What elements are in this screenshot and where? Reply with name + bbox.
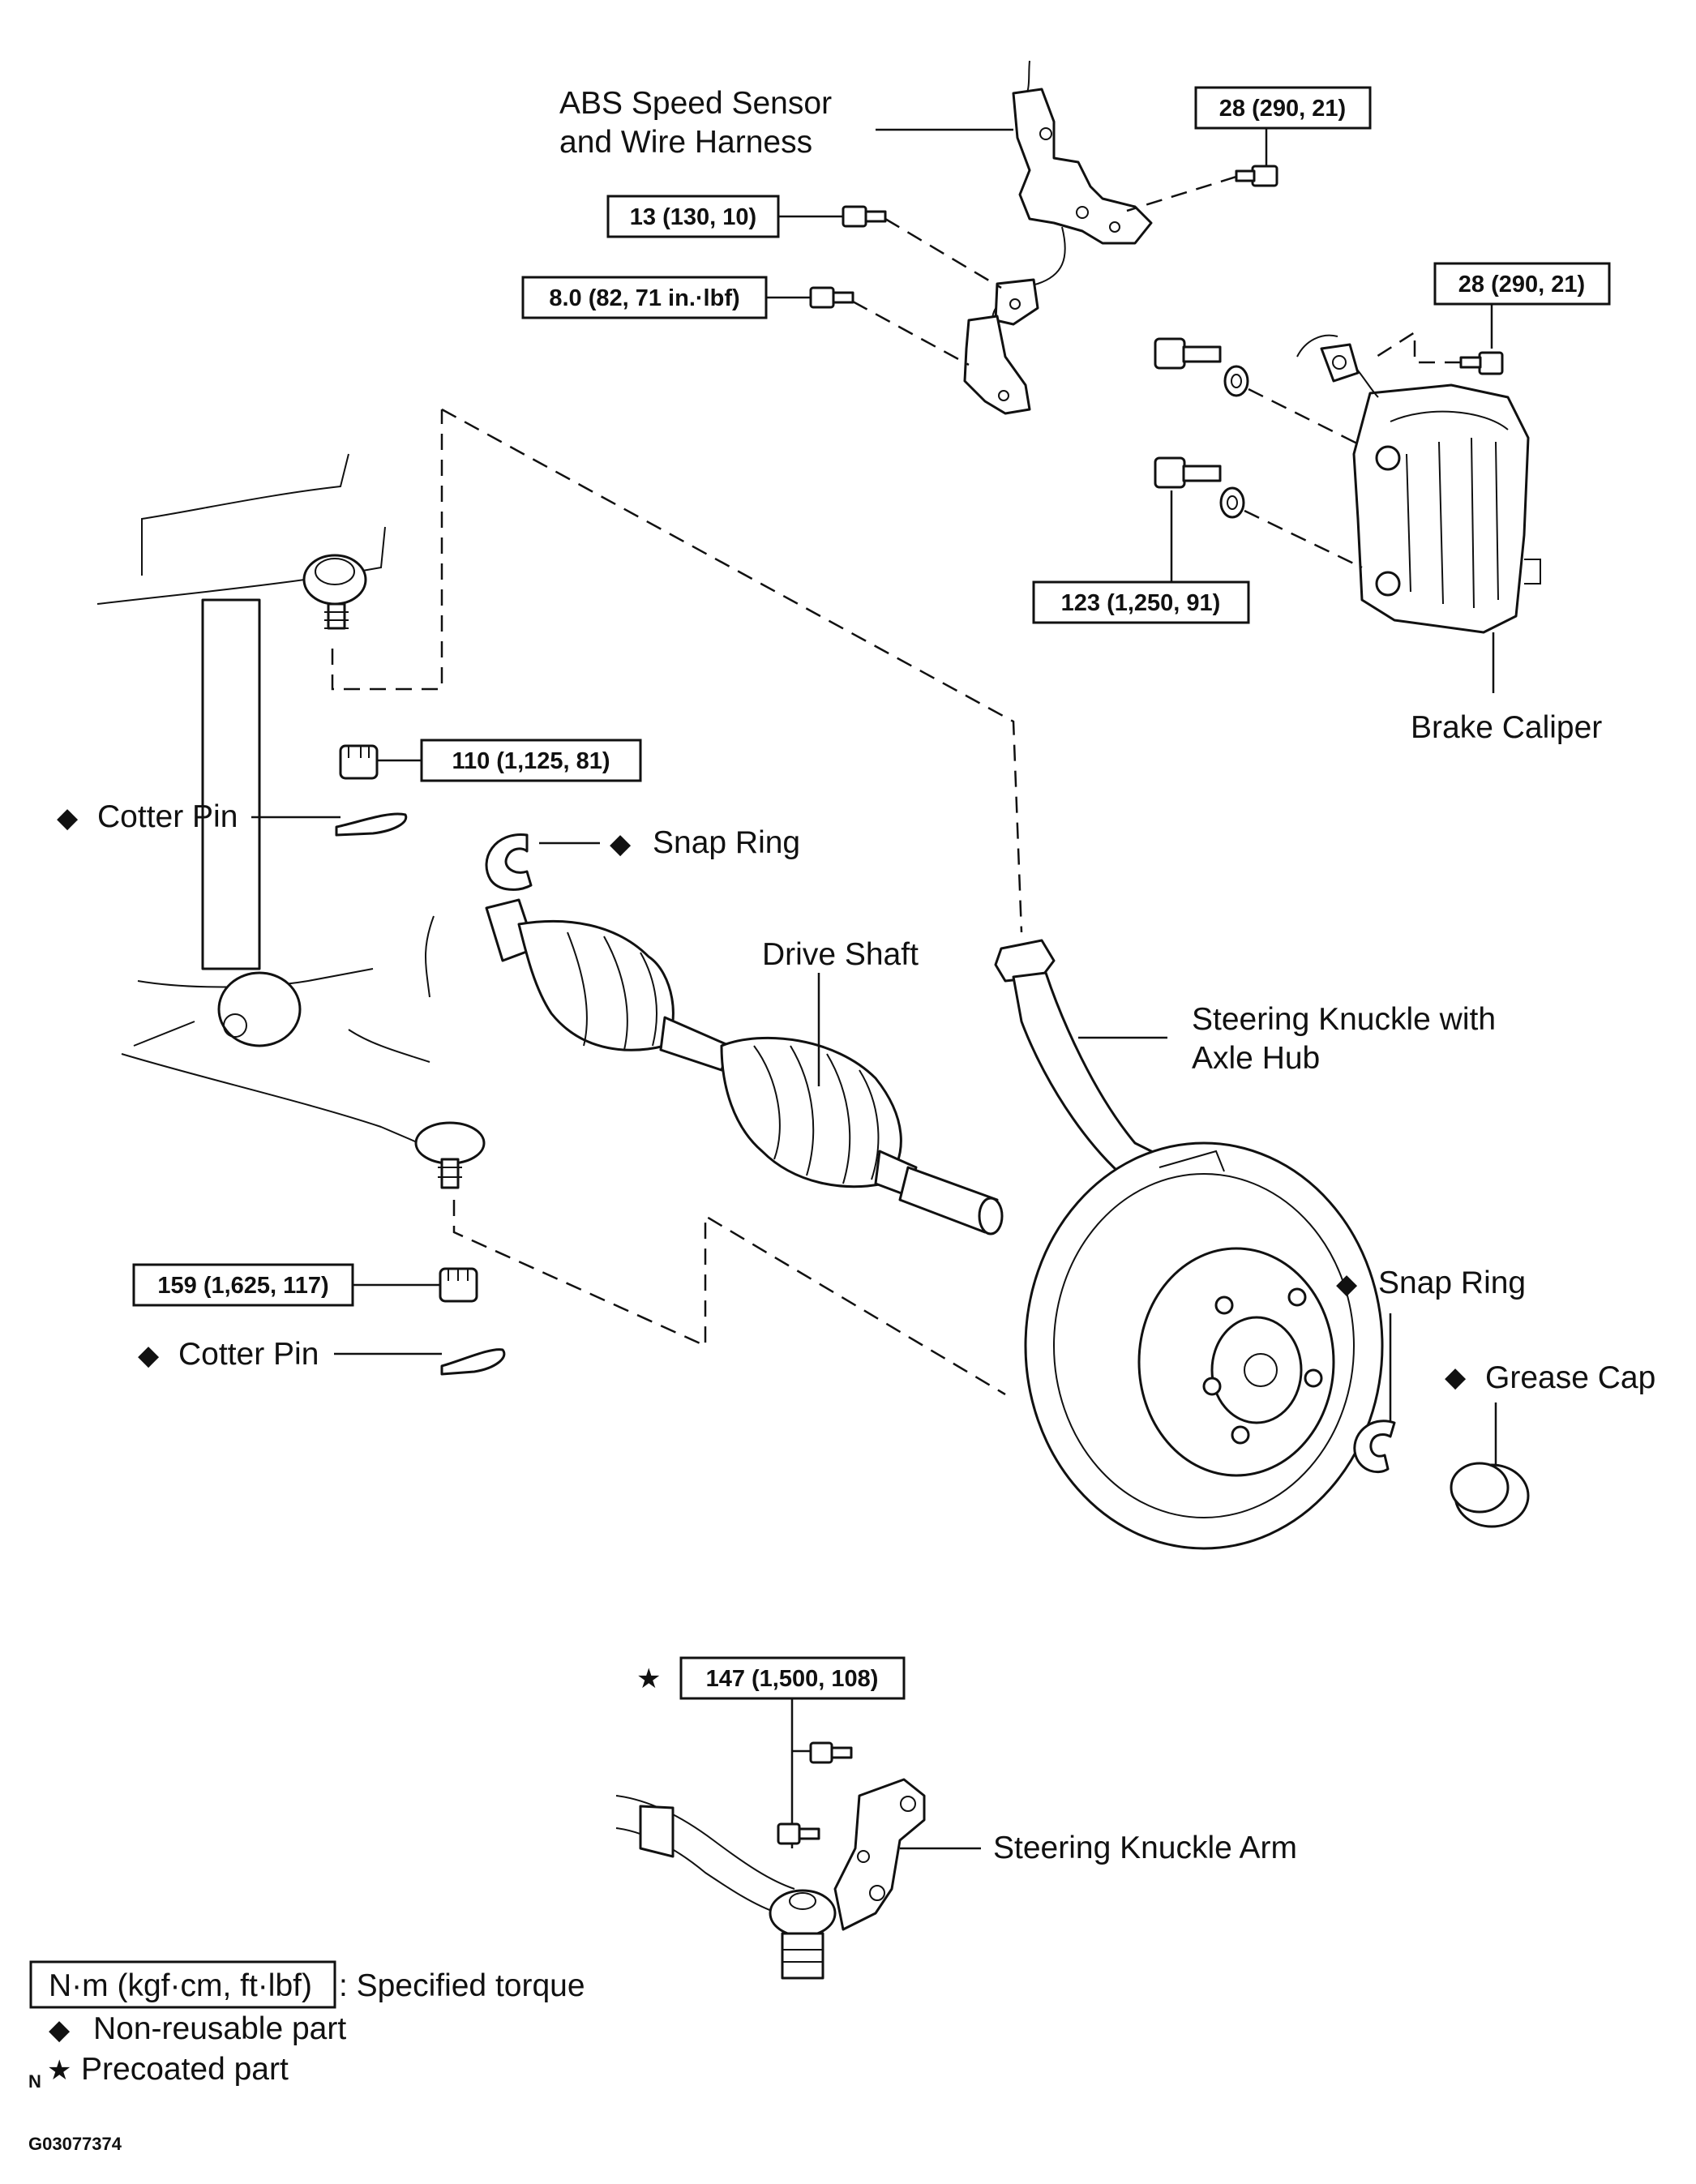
snap-ring-right-label: Snap Ring — [1378, 1265, 1526, 1300]
star-icon: ★ — [636, 1663, 661, 1695]
steering-knuckle-label-2: Axle Hub — [1192, 1041, 1320, 1076]
cotter-pin-lower-icon — [440, 1348, 506, 1376]
castle-nut-icon — [439, 1267, 478, 1303]
cotter-pin-upper-label: Cotter Pin — [97, 799, 238, 834]
abs-harness-label: and Wire Harness — [559, 125, 812, 160]
torque-lower-ball-joint-nut: 159 (1,625, 117) — [157, 1273, 328, 1299]
diamond-icon: ◆ — [1445, 1361, 1467, 1394]
steering-knuckle-drawing — [994, 939, 1384, 1550]
drive-shaft-drawing — [485, 898, 1004, 1235]
legend: N·m (kgf·cm, ft·lbf) : Specified torque … — [28, 1960, 585, 2092]
diamond-icon: ◆ — [49, 2014, 71, 2046]
diamond-icon: ◆ — [610, 828, 632, 860]
legend-unit-description: : Specified torque — [339, 1968, 585, 2003]
caliper-bolt-upper — [1154, 337, 1249, 397]
bolt-icon — [1235, 165, 1278, 187]
torque-caliper-mount-bolt: 123 (1,250, 91) — [1061, 590, 1221, 616]
brake-caliper-label: Brake Caliper — [1411, 710, 1602, 745]
torque-upper-ball-joint-nut: 110 (1,125, 81) — [452, 748, 610, 774]
figure-code: G03077374 — [28, 2134, 122, 2154]
abs-sensor-label: ABS Speed Sensor — [559, 86, 832, 121]
bolt-icon — [842, 205, 887, 228]
snap-ring-right-icon — [1353, 1420, 1396, 1474]
legend-n-mark: N — [28, 2071, 41, 2092]
cotter-pin-upper-icon — [335, 812, 408, 837]
torque-caliper-hose-bolt: 28 (290, 21) — [1458, 272, 1585, 298]
bolt-icon — [809, 286, 854, 309]
diamond-icon: ◆ — [138, 1339, 160, 1372]
castle-nut-icon — [339, 744, 379, 780]
brake-caliper-drawing — [1296, 334, 1541, 634]
torque-box-caliper-mount — [1032, 580, 1250, 624]
legend-unit-box — [29, 1960, 336, 2009]
suspension-upper-drawing — [96, 453, 435, 998]
abs-sensor-drawing — [963, 60, 1153, 415]
grease-cap-icon — [1450, 1462, 1530, 1528]
caliper-bolt-lower — [1154, 456, 1245, 519]
snap-ring-left-label: Snap Ring — [653, 825, 800, 860]
snap-ring-left-icon — [485, 833, 533, 891]
grease-cap-label: Grease Cap — [1485, 1360, 1655, 1395]
torque-box-abs-bracket — [1194, 86, 1372, 130]
bolt-icon — [809, 1741, 853, 1764]
torque-box-upper-ball — [420, 739, 642, 782]
legend-nonreusable: Non-reusable part — [93, 2011, 346, 2046]
diamond-icon: ◆ — [57, 802, 79, 834]
bolt-icon — [1459, 351, 1504, 375]
torque-abs-bracket-bolt: 28 (290, 21) — [1219, 96, 1346, 122]
diamond-icon: ◆ — [1336, 1268, 1358, 1300]
torque-knuckle-arm-bolt: 147 (1,500, 108) — [706, 1666, 879, 1692]
legend-unit-text: N·m (kgf·cm, ft·lbf) — [49, 1968, 312, 2003]
star-icon: ★ — [47, 2054, 71, 2087]
suspension-lower-drawing — [121, 971, 486, 1189]
legend-precoated: Precoated part — [81, 2052, 289, 2087]
steering-knuckle-arm-label: Steering Knuckle Arm — [993, 1831, 1297, 1865]
torque-abs-harness-bolt: 13 (130, 10) — [630, 204, 756, 230]
steering-knuckle-arm-drawing — [615, 1778, 926, 1980]
steering-knuckle-label-1: Steering Knuckle with — [1192, 1002, 1496, 1037]
cotter-pin-lower-label: Cotter Pin — [178, 1337, 319, 1372]
torque-box-lower-ball — [132, 1263, 354, 1307]
drive-shaft-label: Drive Shaft — [762, 937, 919, 972]
torque-box-caliper-hose — [1433, 262, 1611, 306]
torque-abs-sensor-bolt: 8.0 (82, 71 in.·lbf) — [549, 285, 739, 311]
bolt-icon — [777, 1822, 820, 1845]
